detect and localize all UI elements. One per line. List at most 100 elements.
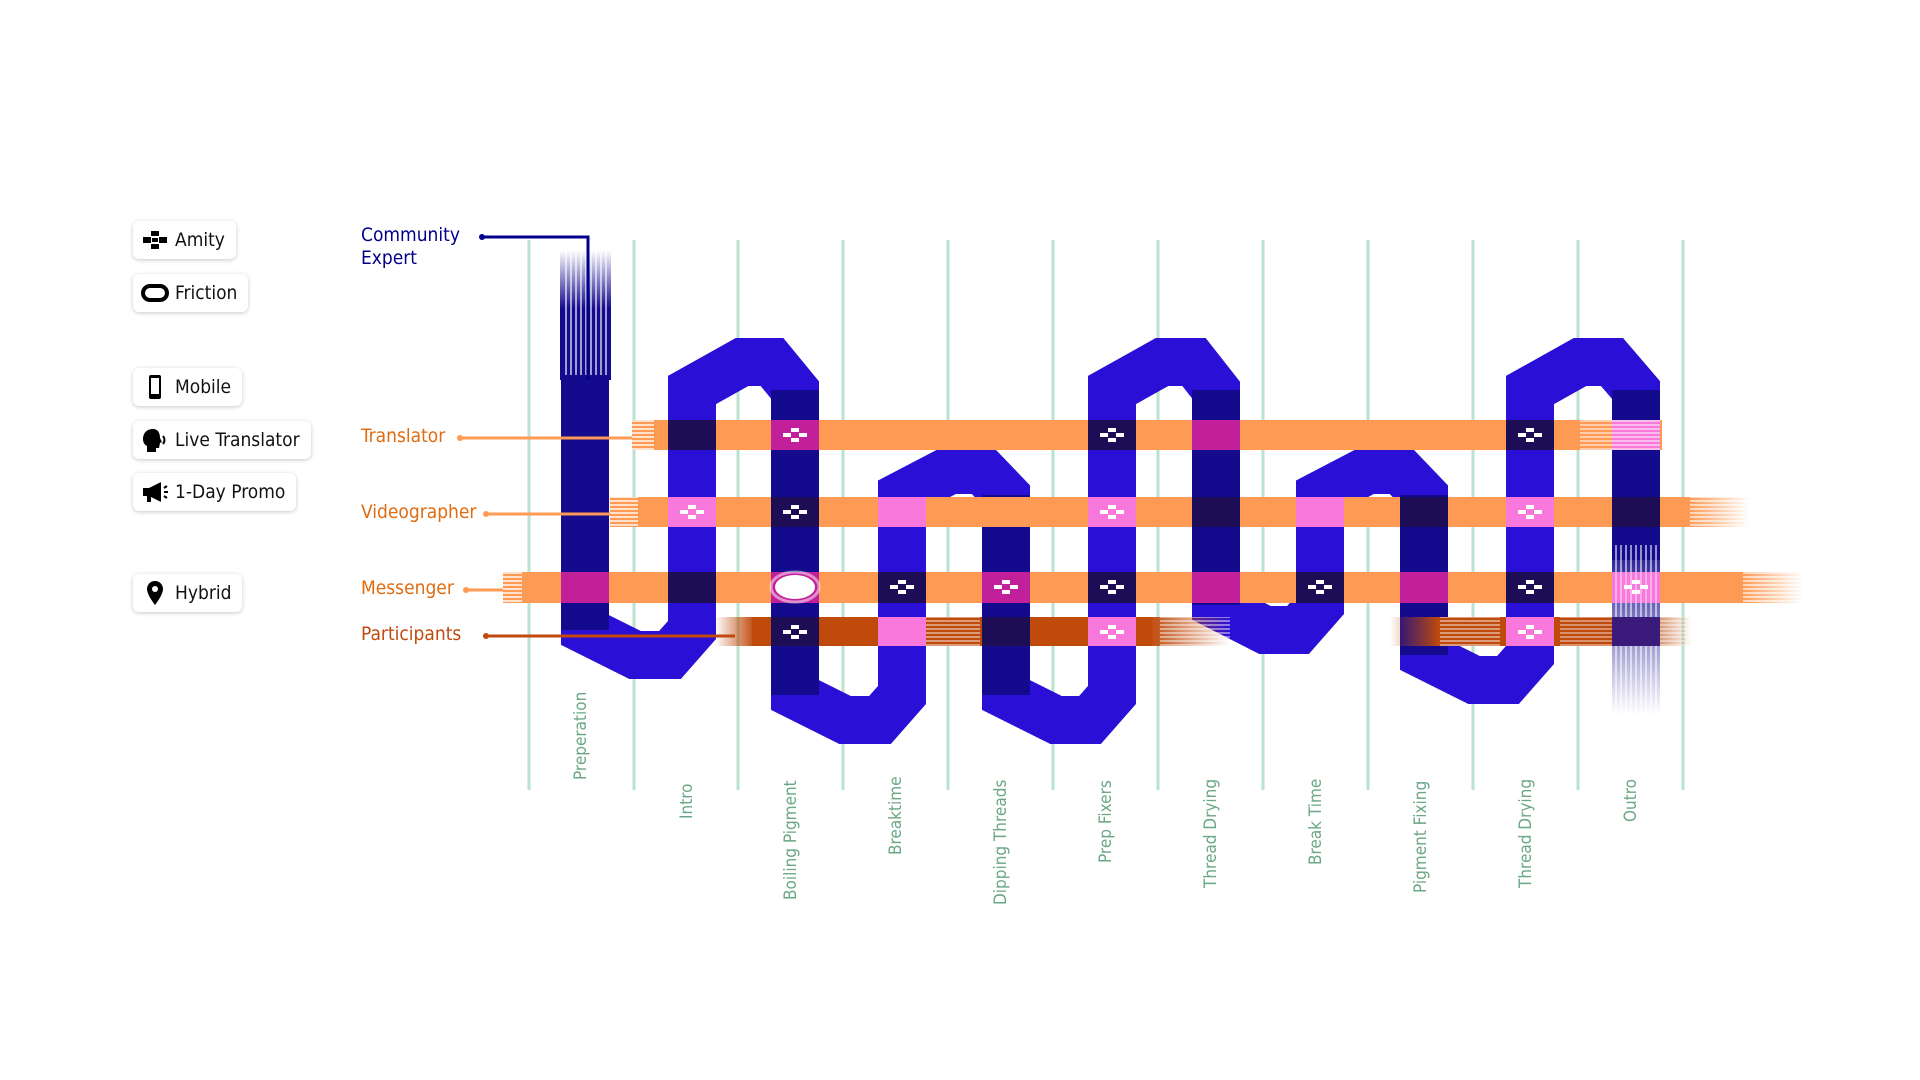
videographer-end-hatch — [1690, 497, 1750, 527]
expert-connector-dot — [479, 234, 485, 240]
crossing-cell — [1296, 572, 1344, 603]
expert-connector — [482, 235, 590, 380]
friction-icon — [769, 570, 821, 604]
crossing-cell — [878, 497, 926, 527]
crossing-cell — [1506, 497, 1554, 527]
crossing-cell — [1506, 572, 1554, 603]
legend-hybrid: Hybrid — [133, 574, 243, 612]
participants-hatch-3 — [1440, 617, 1500, 646]
speaking-head-icon — [141, 426, 169, 454]
crossing-hatch — [1580, 420, 1660, 450]
stage-label-dipping-threads: Dipping Threads — [991, 780, 1011, 905]
participants-connector-dot — [483, 633, 489, 639]
amity-icon — [1518, 505, 1542, 519]
participants-fade-in-2 — [1390, 617, 1440, 646]
amity-icon — [1518, 428, 1542, 442]
crossing-cell — [1088, 420, 1136, 450]
amity-icon — [1100, 625, 1124, 639]
crossing-cell — [1192, 420, 1240, 450]
amity-icon — [994, 580, 1018, 594]
legend-live-translator-label: Live Translator — [175, 429, 300, 451]
legend-live-translator: Live Translator — [133, 421, 311, 459]
friction-icon — [141, 279, 169, 307]
stage-label-prep-fixers: Prep Fixers — [1096, 780, 1116, 863]
legend-amity-label: Amity — [175, 229, 225, 251]
crossing-cell — [1400, 572, 1448, 603]
crossing-cell — [1088, 572, 1136, 603]
messenger-connector-dot — [463, 587, 469, 593]
amity-icon — [1518, 625, 1542, 639]
lane-labels: Community Expert Translator Videographer… — [360, 224, 735, 645]
expert-thread-path — [561, 338, 1660, 744]
stage-label-thread-drying-2: Thread Drying — [1516, 779, 1536, 889]
crossing-cell — [982, 572, 1030, 603]
crossing-cell — [771, 617, 819, 646]
amity-icon — [680, 505, 704, 519]
lane-label-participants: Participants — [361, 623, 461, 645]
stage-label-intro: Intro — [677, 784, 697, 819]
translator-connector-dot — [457, 435, 463, 441]
legend-promo-label: 1-Day Promo — [175, 481, 286, 503]
amity-icon — [1100, 580, 1124, 594]
amity-icon — [1100, 428, 1124, 442]
crossing-cell — [668, 572, 716, 603]
crossing-cell — [668, 420, 716, 450]
participants-hatch-2 — [1160, 617, 1230, 646]
mobile-icon — [141, 373, 169, 401]
legend-friction-label: Friction — [175, 282, 238, 304]
legend-mobile-label: Mobile — [175, 376, 232, 398]
amity-icon — [783, 428, 807, 442]
crossing-cell — [1506, 617, 1554, 646]
crossing-cell — [1088, 617, 1136, 646]
stage-label-thread-drying: Thread Drying — [1201, 779, 1221, 889]
translator-start-hatch — [632, 420, 654, 450]
stage-label-pigment-fixing: Pigment Fixing — [1411, 781, 1431, 893]
stage-label-outro: Outro — [1621, 779, 1641, 822]
crossing-cell — [561, 572, 609, 603]
crossing-cell — [1192, 497, 1240, 527]
stage-label-boiling-pigment: Boiling Pigment — [781, 780, 801, 900]
crossing-cell — [771, 420, 819, 450]
messenger-end-hatch — [1743, 572, 1803, 603]
markers — [680, 428, 1648, 639]
legend-amity: Amity — [133, 221, 236, 259]
crossing-cell — [771, 497, 819, 527]
amity-icon — [890, 580, 914, 594]
crossing-cell — [1612, 497, 1660, 527]
participants-fade-in — [715, 617, 755, 646]
lane-label-community-expert: Community — [361, 224, 460, 246]
stage-label-breaktime: Breaktime — [886, 776, 906, 855]
amity-icon — [1308, 580, 1332, 594]
legend-friction: Friction — [133, 274, 249, 312]
lane-label-messenger: Messenger — [361, 577, 455, 599]
crossing-cell — [1192, 572, 1240, 603]
lane-label-translator: Translator — [360, 425, 446, 447]
crossing-cell — [1612, 617, 1660, 646]
crossings — [561, 420, 1660, 646]
messenger-start-hatch — [500, 572, 522, 603]
stage-labels: Preperation Intro Boiling Pigment Breakt… — [571, 692, 1641, 905]
stage-label-preperation: Preperation — [571, 692, 591, 780]
videographer-start-hatch — [610, 497, 638, 527]
legend-hybrid-label: Hybrid — [175, 582, 232, 604]
crossing-cell — [878, 617, 926, 646]
amity-icon — [1624, 580, 1648, 594]
amity-icon — [1518, 580, 1542, 594]
crossing-cell — [1506, 420, 1554, 450]
location-pin-icon — [141, 579, 169, 607]
crossing-cell — [1400, 497, 1448, 527]
crossing-cell — [878, 572, 926, 603]
lane-label-community-expert-2: Expert — [361, 247, 417, 269]
crossing-hatch — [1612, 572, 1660, 603]
participants-hatch-1 — [920, 617, 980, 646]
legend-mobile: Mobile — [133, 368, 243, 406]
amity-icon — [141, 226, 169, 254]
legend-promo: 1-Day Promo — [133, 473, 297, 511]
expert-entry-hatch — [563, 250, 609, 375]
crossing-cell — [1296, 497, 1344, 527]
crossing-cell — [668, 497, 716, 527]
crossing-cell — [1088, 497, 1136, 527]
expert-thread — [560, 250, 1660, 744]
amity-icon — [783, 625, 807, 639]
stage-label-break-time: Break Time — [1306, 779, 1326, 865]
